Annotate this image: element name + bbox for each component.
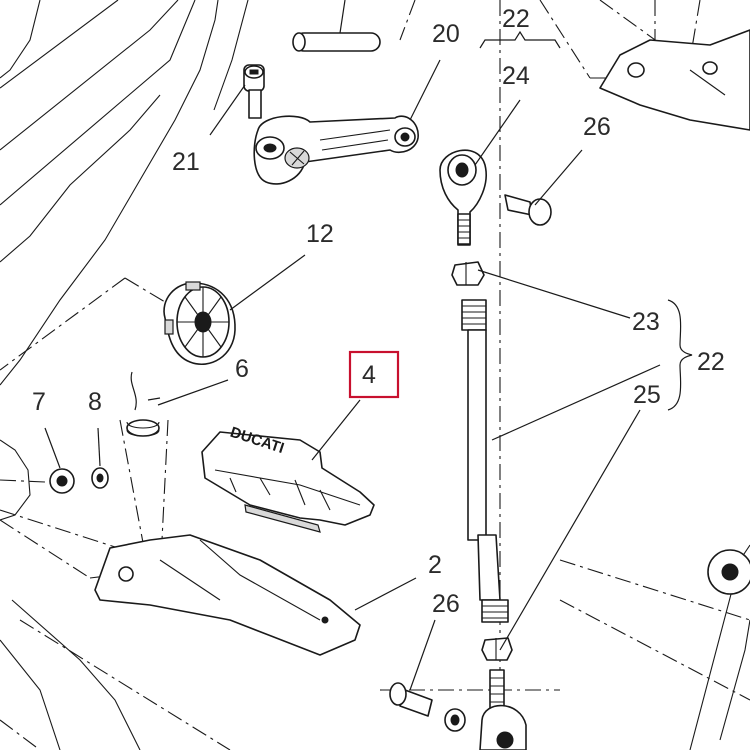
callout-12: 12 bbox=[306, 220, 334, 248]
bolt-26-bottom bbox=[389, 682, 466, 732]
nut-23-bottom bbox=[481, 637, 513, 661]
screw-21 bbox=[243, 64, 265, 119]
callout-26-bottom: 26 bbox=[432, 590, 460, 618]
callout-26-top: 26 bbox=[583, 113, 611, 141]
callout-21: 21 bbox=[172, 148, 200, 176]
bolt-26-top bbox=[504, 194, 552, 226]
spring-6 bbox=[126, 371, 161, 437]
footpeg-2 bbox=[94, 534, 361, 656]
callout-22-top: 22 bbox=[502, 5, 530, 33]
washer-right bbox=[707, 549, 750, 595]
callout-6: 6 bbox=[235, 355, 249, 383]
callout-24: 24 bbox=[502, 62, 530, 90]
rod-25 bbox=[461, 299, 509, 623]
callout-8: 8 bbox=[88, 388, 102, 416]
callout-23: 23 bbox=[632, 308, 660, 336]
lever-20 bbox=[253, 115, 419, 185]
callout-2: 2 bbox=[428, 551, 442, 579]
callout-22-right: 22 bbox=[697, 348, 725, 376]
cover-12 bbox=[163, 281, 236, 365]
footpeg-rubber-4: DUCATI bbox=[201, 424, 375, 533]
pin-top bbox=[292, 32, 381, 52]
highlight-box-callout-4 bbox=[348, 350, 400, 399]
rod-end-bottom bbox=[479, 669, 527, 750]
washer-7 bbox=[49, 468, 75, 494]
callout-7: 7 bbox=[32, 388, 46, 416]
callout-25: 25 bbox=[633, 381, 661, 409]
bracket-top-right bbox=[599, 29, 750, 131]
rod-end-24 bbox=[439, 149, 487, 246]
callout-20: 20 bbox=[432, 20, 460, 48]
callout-labels: 20 22 24 26 21 12 6 4 7 8 23 22 25 2 26 bbox=[32, 5, 725, 618]
leader-lines bbox=[44, 0, 693, 691]
bushing-8 bbox=[91, 467, 109, 489]
callout-4: 4 bbox=[362, 361, 376, 389]
nut-23-top bbox=[451, 261, 485, 286]
